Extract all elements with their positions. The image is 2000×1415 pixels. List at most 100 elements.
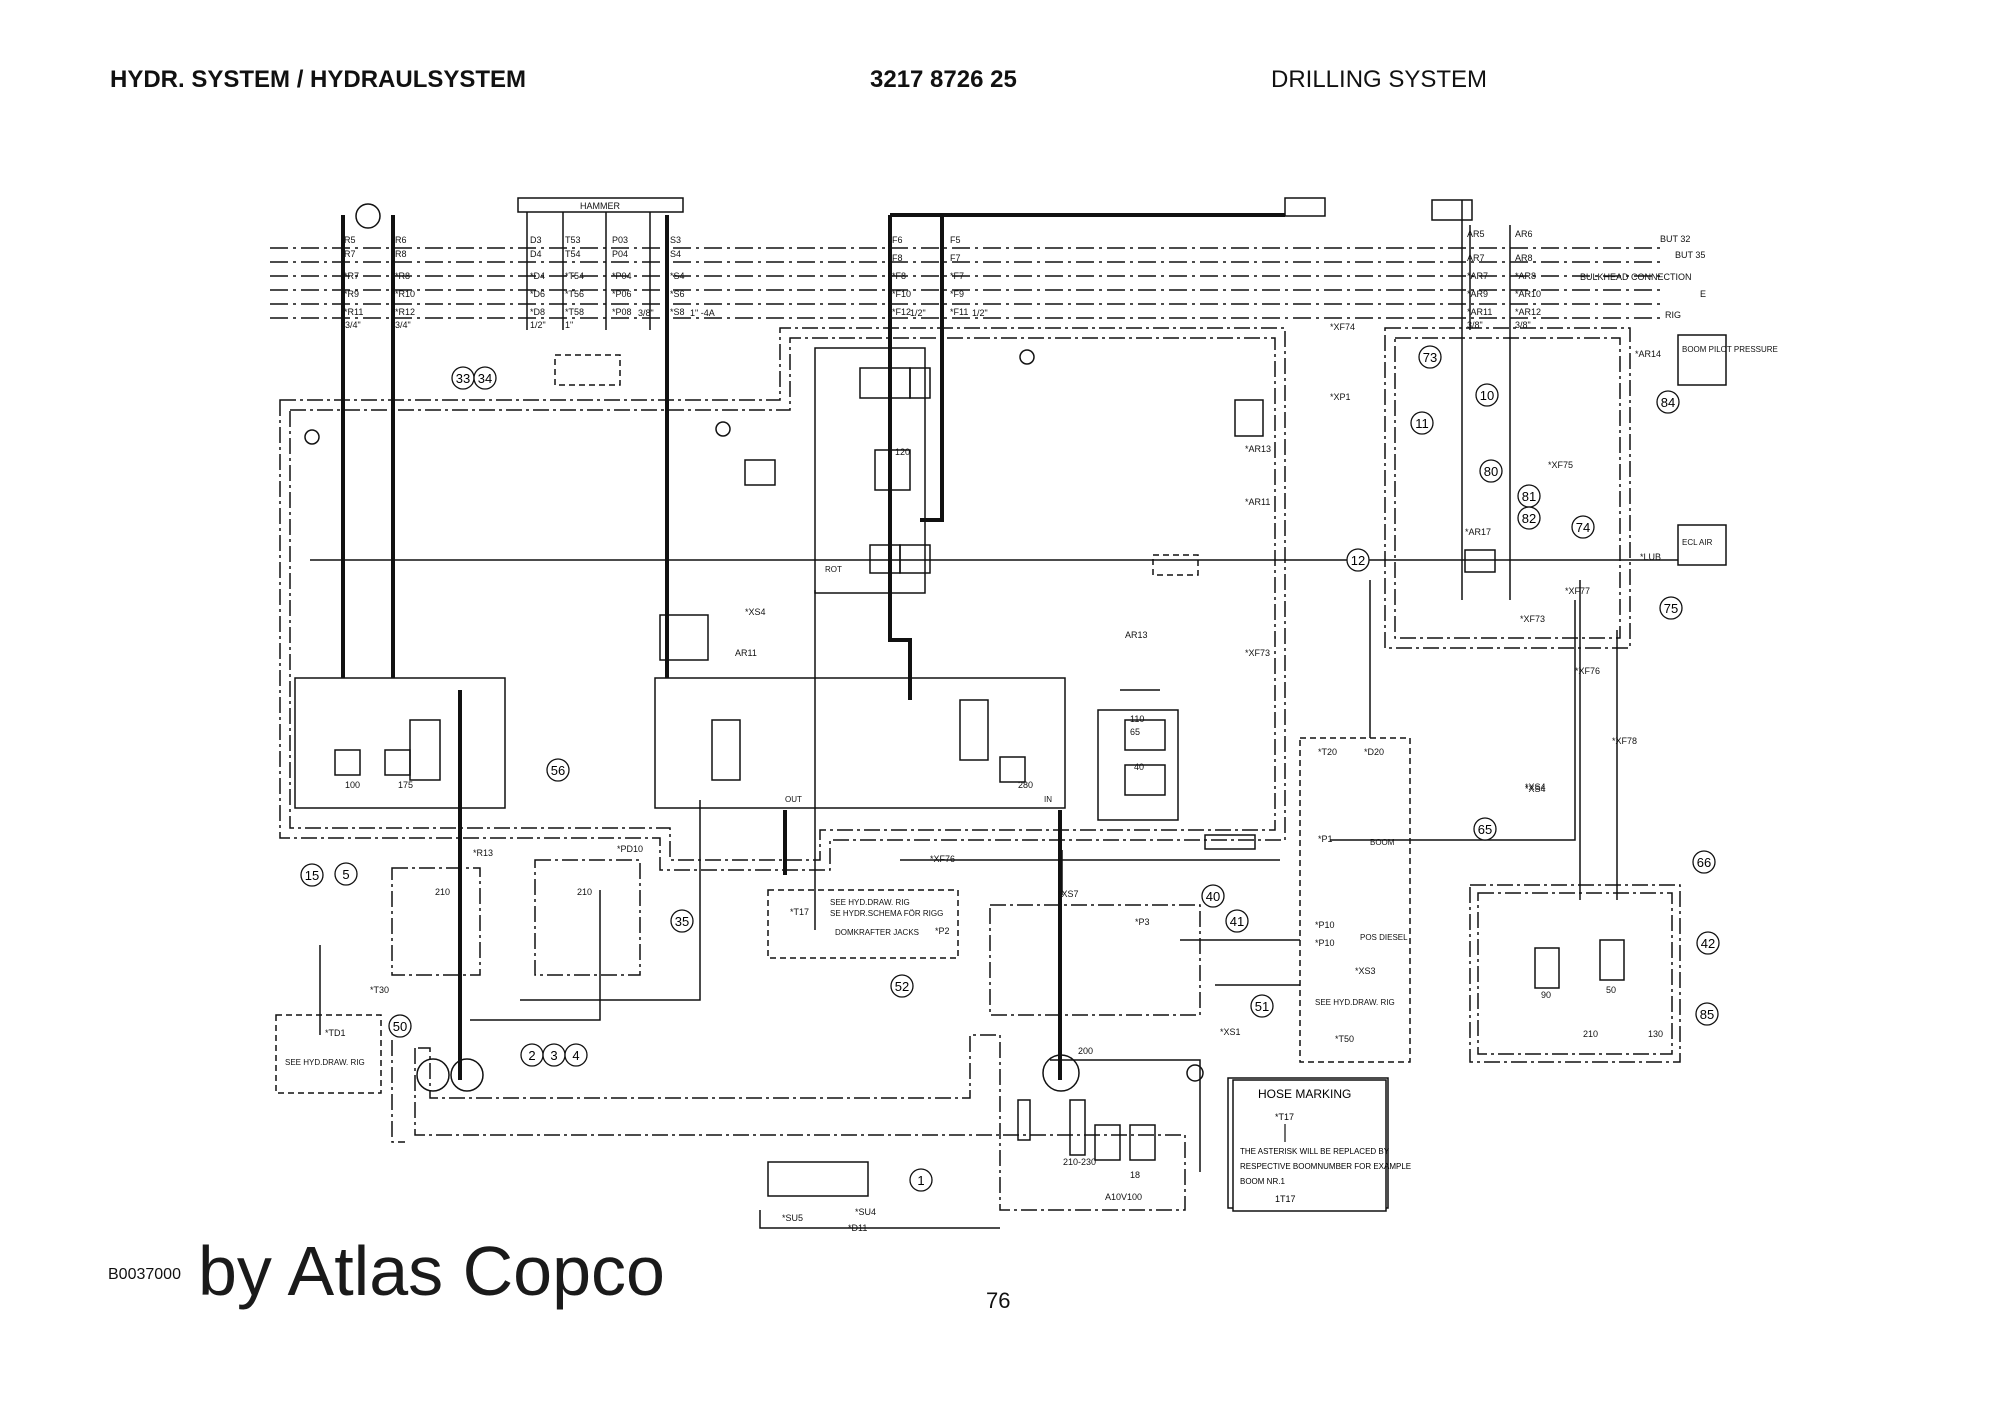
port-tag: *F9 [950, 289, 964, 299]
line-label: *XP1 [1330, 392, 1351, 402]
port-tag: *AR7 [1467, 271, 1488, 281]
svg-text:40: 40 [1206, 889, 1220, 904]
port-tag: *P06 [612, 289, 632, 299]
port-tag: *R10 [395, 289, 415, 299]
line-label: *AR11 [1245, 497, 1270, 507]
valve-value: 210-230 [1063, 1157, 1096, 1167]
port-tag: *R12 [395, 307, 415, 317]
line-label: *XF76 [930, 854, 955, 864]
line-label: *AR13 [1245, 444, 1271, 454]
line-label: AR11 [735, 648, 757, 658]
port-tag: *P08 [612, 307, 632, 317]
port-tag: F8 [892, 253, 903, 263]
callout-bubble: 65 [1473, 817, 1497, 841]
right-label: E [1700, 289, 1706, 299]
callout-bubble: 56 [546, 758, 570, 782]
port-tag: D4 [530, 249, 542, 259]
port-tag: AR6 [1515, 229, 1533, 239]
svg-text:50: 50 [393, 1019, 407, 1034]
note-rig: SEE HYD.DRAW. RIG [285, 1058, 365, 1067]
svg-text:34: 34 [478, 371, 492, 386]
callout-bubble: 4 [564, 1043, 588, 1067]
valve-value: 120 [895, 447, 910, 457]
line-label: *XF74 [1330, 322, 1355, 332]
port-tag: *R11 [344, 307, 363, 317]
svg-text:2: 2 [528, 1048, 535, 1063]
svg-text:51: 51 [1255, 999, 1269, 1014]
right-label: BULKHEAD CONNECTION [1580, 272, 1692, 282]
svg-text:15: 15 [305, 868, 319, 883]
line-label: *T50 [1335, 1034, 1354, 1044]
svg-text:52: 52 [895, 979, 909, 994]
svg-text:3: 3 [550, 1048, 557, 1063]
port-tag: F6 [892, 235, 903, 245]
port-tag: *F12 [892, 307, 911, 317]
port-tag: F7 [950, 253, 961, 263]
port-tag: F5 [950, 235, 961, 245]
port-tag: *R8 [395, 271, 410, 281]
port-tag: *F7 [950, 271, 964, 281]
valve-value: 100 [345, 780, 360, 790]
line-label: *XF73 [1520, 614, 1545, 624]
port-tag: *P04 [612, 271, 632, 281]
brand-text: by Atlas Copco [198, 1232, 665, 1310]
line-label: *XF78 [1612, 736, 1637, 746]
size-label: 1" [565, 320, 573, 330]
hose-marking-line: RESPECTIVE BOOMNUMBER FOR EXAMPLE [1240, 1162, 1411, 1171]
hose-marking-tag: *T17 [1275, 1112, 1294, 1122]
port-tag: T53 [565, 235, 581, 245]
callout-bubble: 80 [1479, 459, 1503, 483]
line-label: *XF73 [1245, 648, 1270, 658]
svg-text:66: 66 [1697, 855, 1711, 870]
callout-bubble: 75 [1659, 596, 1683, 620]
port-tag: *F11 [950, 307, 968, 317]
line-label: *XS4 [1525, 784, 1546, 794]
note-ecl-air: ECL AIR [1682, 538, 1713, 547]
port-tag: *T56 [565, 289, 584, 299]
svg-text:33: 33 [456, 371, 470, 386]
hammer-label: HAMMER [580, 201, 620, 211]
line-label: *XF77 [1565, 586, 1590, 596]
valve-value: 65 [1130, 727, 1140, 737]
valve-value: 18 [1130, 1170, 1140, 1180]
port-tag: *R7 [344, 271, 359, 281]
valve-value: 175 [398, 780, 413, 790]
note-pos-diesel: POS DIESEL [1360, 933, 1408, 942]
callout-bubble: 50 [388, 1014, 412, 1038]
port-tag: *AR10 [1515, 289, 1541, 299]
port-tag: AR8 [1515, 253, 1533, 263]
document-title: HYDR. SYSTEM / HYDRAULSYSTEM [110, 66, 527, 93]
callout-bubble: 11 [1410, 411, 1434, 435]
svg-text:1: 1 [917, 1173, 924, 1188]
svg-text:81: 81 [1522, 489, 1536, 504]
hose-marking-line: BOOM NR.1 [1240, 1177, 1285, 1186]
callout-bubble: 12 [1346, 548, 1370, 572]
callout-bubble: 82 [1517, 506, 1541, 530]
note-in: IN [1044, 795, 1052, 804]
hose-marking-example: 1T17 [1275, 1194, 1296, 1204]
port-tag: R7 [344, 249, 356, 259]
note-rig: SEE HYD.DRAW. RIG [830, 898, 910, 907]
note-boom-pilot: BOOM PILOT PRESSURE [1682, 345, 1778, 354]
valve-value: 210 [577, 887, 592, 897]
port-tag: R5 [344, 235, 356, 245]
port-tag: *S6 [670, 289, 685, 299]
callout-bubble: 33 [451, 366, 475, 390]
size-label: 3/4" [395, 320, 411, 330]
line-label: *TD1 [325, 1028, 346, 1038]
line-label: *PD10 [617, 844, 643, 854]
line-label: *P1 [1318, 834, 1333, 844]
note-jacks: DOMKRAFTER JACKS [835, 928, 919, 937]
port-tag: S3 [670, 235, 681, 245]
callout-bubble: 10 [1475, 383, 1499, 407]
port-tag: D3 [530, 235, 542, 245]
callout-bubble: 40 [1201, 884, 1225, 908]
port-tag: *T58 [565, 307, 584, 317]
line-label: *D11 [848, 1223, 867, 1233]
document-number: 3217 8726 25 [870, 66, 1017, 93]
valve-value: 130 [1648, 1029, 1663, 1039]
line-label: *XS4 [745, 607, 766, 617]
size-label: 1/2" [530, 320, 546, 330]
port-tag: *AR9 [1467, 289, 1488, 299]
callout-bubble: 81 [1517, 484, 1541, 508]
